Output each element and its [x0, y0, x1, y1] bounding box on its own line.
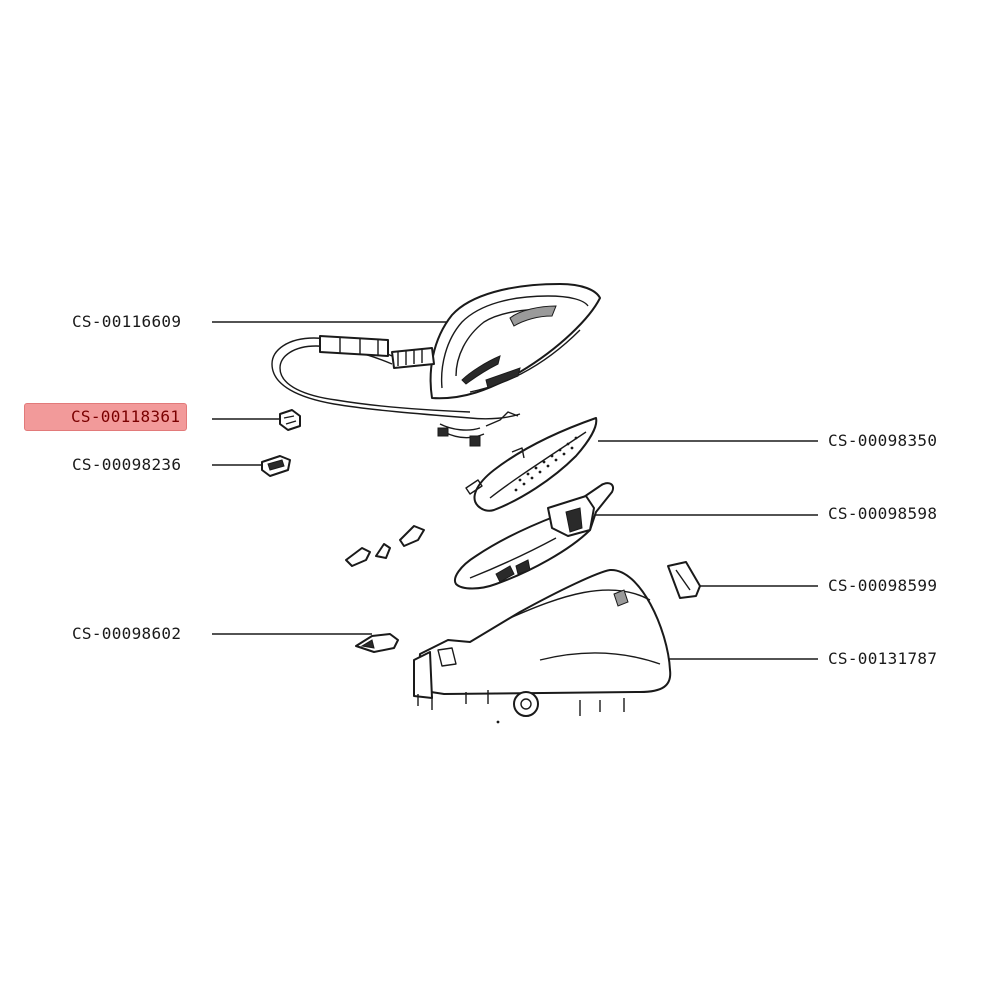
loose-buttons-drawing [345, 525, 425, 567]
part-label-cs-00098602[interactable]: CS-00098602 [72, 624, 182, 643]
leader-lines [212, 321, 818, 660]
part-label-cs-00098599[interactable]: CS-00098599 [828, 576, 938, 595]
part-label-cs-00118361[interactable]: CS-00118361 [24, 403, 188, 431]
small-bracket-drawing [261, 455, 291, 477]
part-label-cs-00131787[interactable]: CS-00131787 [828, 649, 938, 668]
iron-with-cord-drawing [271, 283, 601, 447]
base-station-drawing [413, 568, 672, 724]
part-label-cs-00098236[interactable]: CS-00098236 [72, 455, 182, 474]
button-set-drawing [355, 633, 399, 653]
small-clip-drawing [279, 409, 301, 431]
rear-cover-drawing [667, 561, 701, 599]
part-label-cs-00098350[interactable]: CS-00098350 [828, 431, 938, 450]
soleplate-drawing [465, 417, 598, 512]
part-label-cs-00116609[interactable]: CS-00116609 [72, 312, 182, 331]
inner-housing-drawing [454, 482, 614, 590]
part-label-cs-00098598[interactable]: CS-00098598 [828, 504, 938, 523]
